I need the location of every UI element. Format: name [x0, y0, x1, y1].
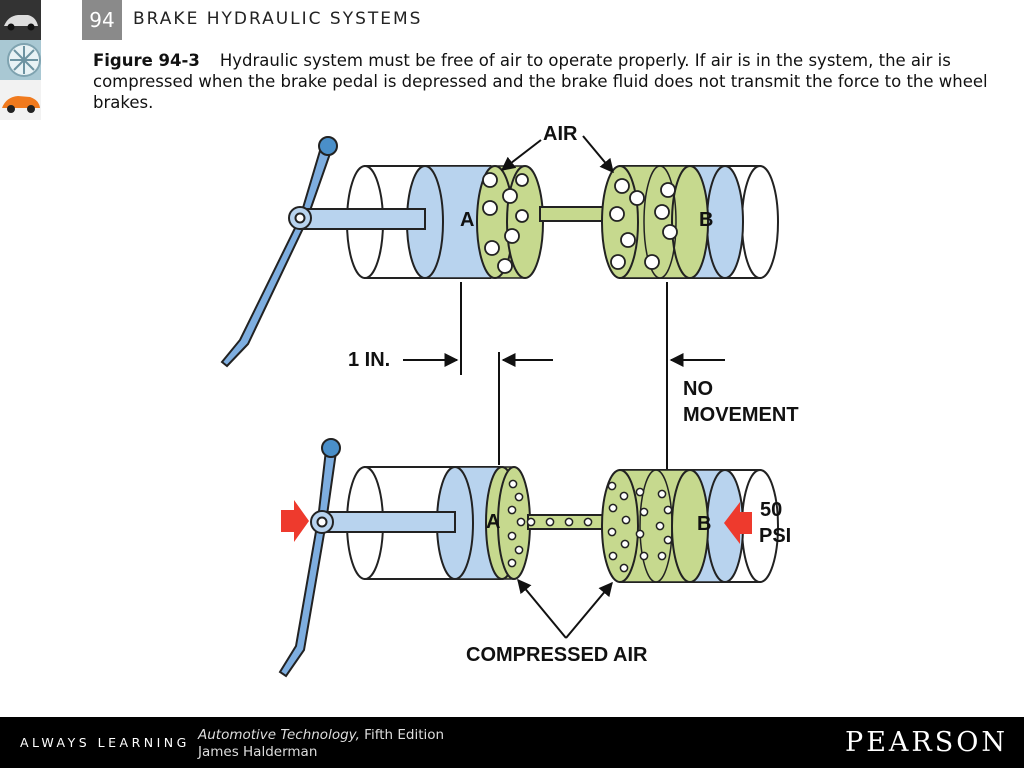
- publisher-logo: PEARSON: [845, 727, 1008, 758]
- bottom-push-rod: [321, 511, 456, 533]
- distance-label: 1 IN.: [348, 349, 390, 371]
- car-silhouette-thumbnail: [0, 0, 41, 40]
- pedal-force-arrow: [281, 500, 309, 542]
- wheel-rim-thumbnail: [0, 40, 41, 80]
- top-air-bubbles: [482, 172, 678, 274]
- bottom-assembly: A B 50 PSI COMPRESSED AIR: [278, 438, 791, 678]
- footer-bar: ALWAYS LEARNING Automotive Technology, F…: [0, 717, 1024, 768]
- air-arrow-right: [582, 135, 614, 174]
- air-label: AIR: [543, 123, 578, 145]
- figure-caption-text: Hydraulic system must be free of air to …: [93, 51, 988, 112]
- top-brake-pedal: [220, 136, 338, 368]
- compressed-air-bubbles: [507, 479, 673, 573]
- top-assembly: A B AIR: [220, 123, 779, 368]
- pressure-force-arrow: [724, 502, 752, 544]
- bottom-wheel-cylinder: [601, 469, 779, 583]
- bottom-piston-a-label: A: [486, 511, 500, 533]
- pressure-unit-label: PSI: [759, 525, 791, 547]
- footer-tagline: ALWAYS LEARNING: [20, 735, 190, 750]
- thumbnail-strip: [0, 0, 41, 120]
- pressure-value-label: 50: [760, 499, 782, 521]
- air-arrow-left: [500, 139, 542, 171]
- top-piston-a-label: A: [460, 209, 474, 231]
- book-author: James Halderman: [198, 744, 318, 760]
- top-wheel-cylinder: [601, 165, 779, 279]
- orange-car-thumbnail: [0, 80, 41, 120]
- hydraulic-air-diagram: A B AIR 1 IN. NO MOVEMENT: [220, 123, 799, 678]
- no-movement-label-line2: MOVEMENT: [683, 404, 799, 426]
- compressed-air-arrow-right: [565, 581, 613, 639]
- compressed-air-label: COMPRESSED AIR: [466, 644, 648, 666]
- figure-label: Figure 94-3: [93, 51, 200, 70]
- bottom-piston-b-label: B: [697, 513, 711, 535]
- chapter-title: BRAKE HYDRAULIC SYSTEMS: [133, 9, 423, 29]
- book-info: Automotive Technology, Fifth Edition Jam…: [198, 727, 444, 761]
- top-push-rod: [299, 208, 426, 230]
- chapter-number: 94: [82, 0, 122, 40]
- top-piston-b-label: B: [699, 209, 713, 231]
- book-title: Automotive Technology,: [198, 727, 360, 743]
- bottom-brake-pedal: [278, 438, 341, 678]
- measurement-guides: [403, 282, 725, 470]
- compressed-air-arrow-left: [517, 578, 567, 639]
- book-edition: Fifth Edition: [359, 727, 445, 743]
- no-movement-label-line1: NO: [683, 378, 713, 400]
